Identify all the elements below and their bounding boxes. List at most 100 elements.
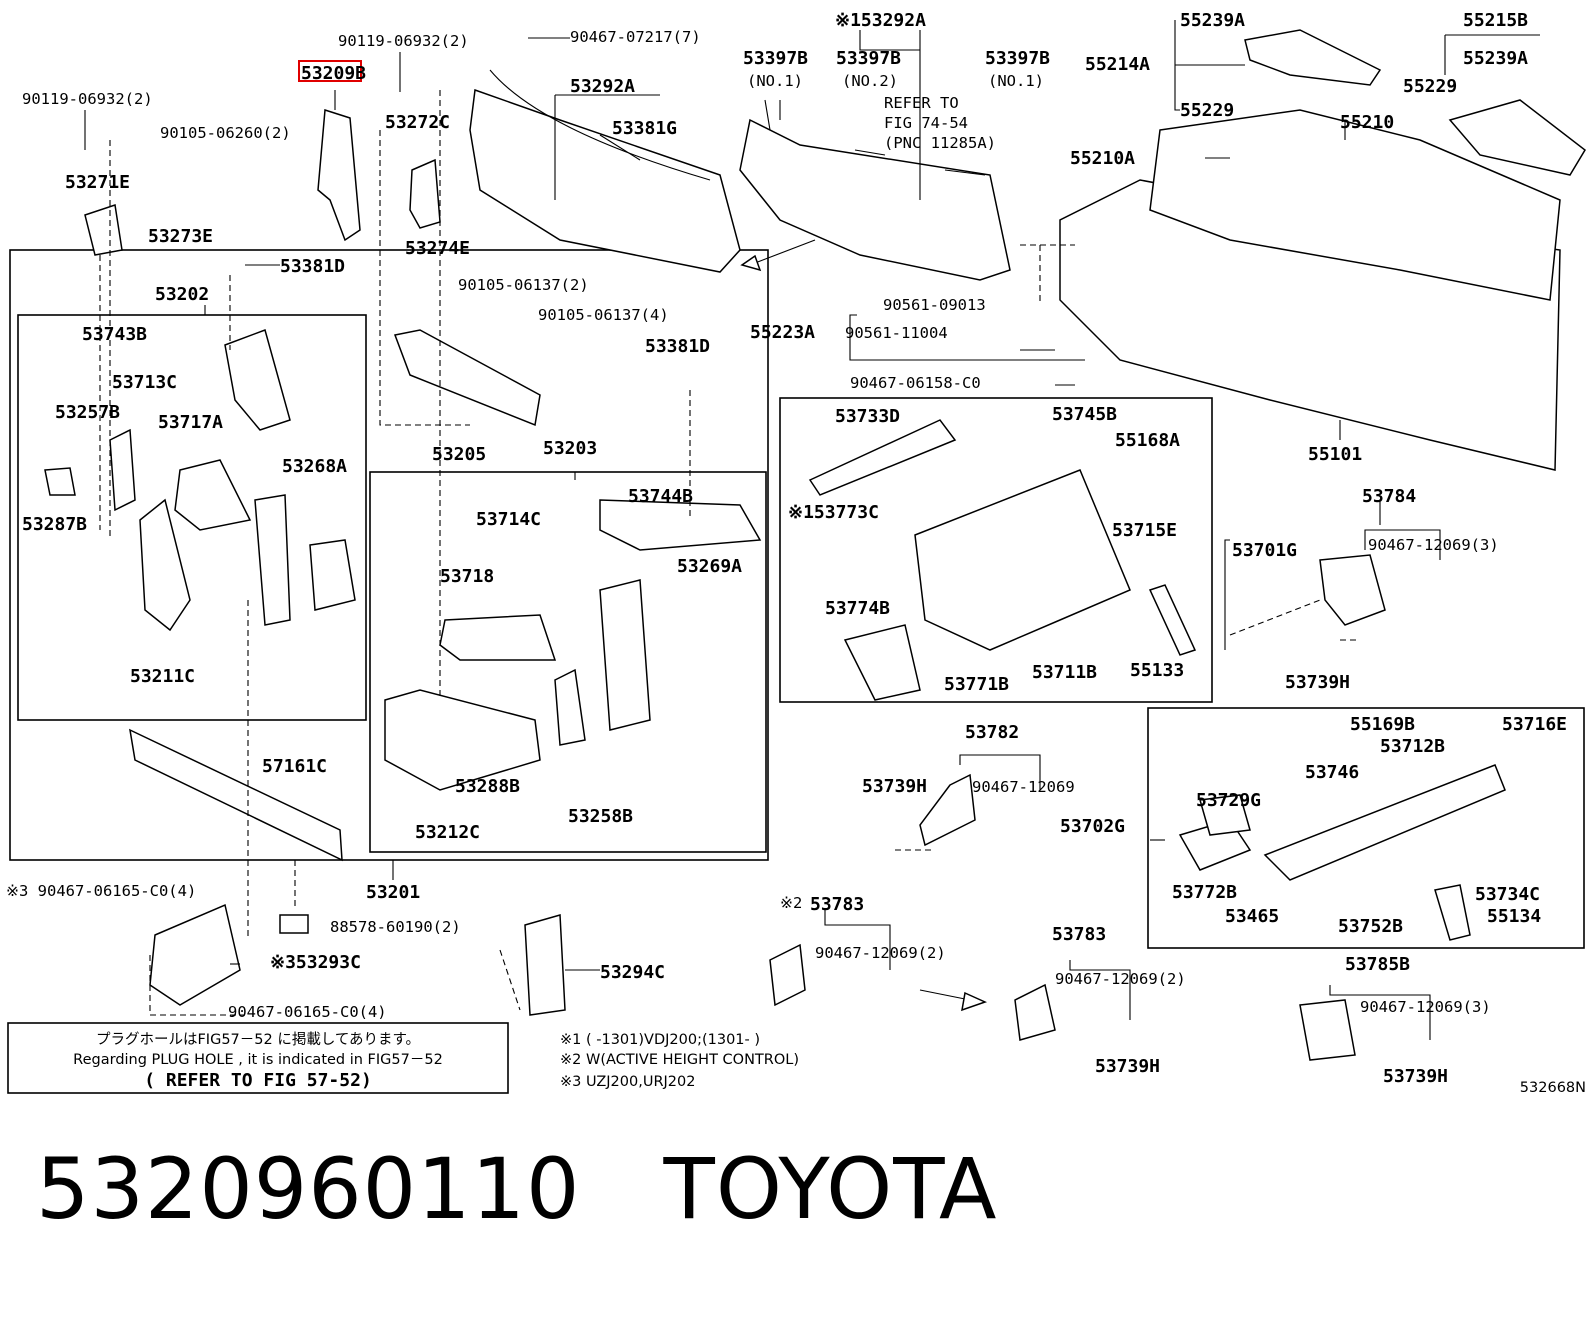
callout-53772b: 53772B	[1172, 882, 1237, 903]
callout-53202: 53202	[155, 284, 209, 305]
part-shapes	[44, 29, 1586, 1061]
refer-line-1: REFER TO	[884, 94, 959, 112]
callout-53717a: 53717A	[158, 412, 223, 433]
callout-53211c: 53211C	[130, 666, 195, 687]
part-55210	[1149, 109, 1561, 301]
callout-53294c: 53294C	[600, 962, 665, 983]
callout-no1-a: (NO.1)	[747, 72, 803, 90]
callout-55133: 55133	[1130, 660, 1184, 681]
part-53729g	[1199, 794, 1251, 836]
callout-53381d-b: 53381D	[645, 336, 710, 357]
callout-55134: 55134	[1487, 906, 1541, 927]
callout-53205: 53205	[432, 444, 486, 465]
callout-90119-06932-b: 90119-06932(2)	[22, 90, 153, 108]
part-53294c	[524, 914, 566, 1016]
callout-53269a: 53269A	[677, 556, 742, 577]
leaders	[84, 20, 1540, 1040]
callout-90119-06932-a: 90119-06932(2)	[338, 32, 469, 50]
part-53718	[439, 614, 557, 661]
part-153292a	[739, 118, 1011, 281]
part-53203-inner	[554, 668, 586, 746]
part-53268a-area	[309, 539, 356, 611]
part-53211c-b	[254, 494, 291, 626]
callout-53203: 53203	[543, 438, 597, 459]
callout-53733d: 53733D	[835, 406, 900, 427]
callout-55210: 55210	[1340, 112, 1394, 133]
part-55134	[1434, 884, 1471, 941]
part-53783-b	[1014, 983, 1056, 1041]
footnote-2: ※2 W(ACTIVE HEIGHT CONTROL)	[560, 1052, 799, 1068]
callout-55210a: 55210A	[1070, 148, 1135, 169]
part-number-caption: 5320960110 TOYOTA	[36, 1140, 998, 1238]
part-53785b	[1299, 999, 1356, 1061]
callout-labels: 53209B 90119-06932(2) 90119-06932(2) 901…	[6, 10, 1567, 1087]
callout-90467-12069-3a: 90467-12069(3)	[1368, 536, 1499, 554]
callout-53715e: 53715E	[1112, 520, 1177, 541]
callout-53746: 53746	[1305, 762, 1359, 783]
note-plug-hole-jp: プラグホールはFIG57－52 に掲載してあります。	[96, 1031, 420, 1048]
part-57161c	[129, 728, 343, 862]
part-53711b	[914, 469, 1131, 651]
callout-90467-12069-3b: 90467-12069(3)	[1360, 998, 1491, 1016]
callout-2-mark: ※2	[780, 894, 802, 912]
callout-55169b: 55169B	[1350, 714, 1415, 735]
callout-53381g: 53381G	[612, 118, 677, 139]
refer-line-3: (PNC 11285A)	[884, 134, 996, 152]
callout-3-90467-06165: ※3 90467-06165-C0(4)	[6, 882, 196, 900]
arrow-head	[961, 991, 988, 1012]
refer-line-2: FIG 74-54	[884, 114, 968, 132]
callout-88578-60190: 88578-60190(2)	[330, 918, 461, 936]
footnote-1: ※1 ( -1301)VDJ200;(1301- )	[560, 1032, 760, 1048]
callout-57161c: 57161C	[262, 756, 327, 777]
callout-53785b: 53785B	[1345, 954, 1410, 975]
callout-53744b: 53744B	[628, 486, 693, 507]
callout-53771b: 53771B	[944, 674, 1009, 695]
note-plug-hole-en: Regarding PLUG HOLE , it is indicated in…	[73, 1052, 443, 1068]
callout-53734c: 53734C	[1475, 884, 1540, 905]
callout-53739h-c: 53739H	[1095, 1056, 1160, 1077]
seal-53381g	[489, 69, 711, 181]
part-53272c	[409, 158, 441, 229]
box-53202	[17, 314, 367, 721]
callout-53782: 53782	[965, 722, 1019, 743]
callout-no1-b: (NO.1)	[988, 72, 1044, 90]
part-53783-a	[769, 943, 806, 1007]
part-53782	[919, 773, 976, 847]
callout-53774b: 53774B	[825, 598, 890, 619]
part-53205	[393, 329, 541, 427]
seals-53397b	[764, 99, 986, 176]
part-53784	[1319, 554, 1386, 626]
part-53293c	[149, 903, 241, 1006]
callout-90467-06165: 90467-06165-C0(4)	[228, 1003, 387, 1021]
highlight-box-53209b	[298, 60, 362, 82]
callout-53783-b: 53783	[1052, 924, 1106, 945]
callout-53293c: ※353293C	[270, 952, 361, 973]
part-88578	[279, 914, 309, 934]
callout-53716e: 53716E	[1502, 714, 1567, 735]
callout-53274e: 53274E	[405, 238, 470, 259]
callout-90467-07217: 90467-07217(7)	[570, 28, 701, 46]
callout-53258b: 53258B	[568, 806, 633, 827]
part-53733d	[808, 419, 957, 496]
part-53713c	[224, 329, 291, 431]
footnote-3: ※3 UZJ200,URJ202	[560, 1074, 695, 1090]
callout-53268a: 53268A	[282, 456, 347, 477]
part-53287b	[44, 467, 76, 496]
callout-53209b: 53209B	[301, 63, 366, 84]
callout-53752b: 53752B	[1338, 916, 1403, 937]
part-53203-pillar	[599, 579, 651, 731]
callout-53713c: 53713C	[112, 372, 177, 393]
callout-90105-06260: 90105-06260(2)	[160, 124, 291, 142]
part-53271e	[84, 204, 123, 256]
callout-53272c: 53272C	[385, 112, 450, 133]
callout-53201: 53201	[366, 882, 420, 903]
part-53714c	[599, 499, 762, 551]
callout-53702g: 53702G	[1060, 816, 1125, 837]
callout-53739h-b: 53739H	[862, 776, 927, 797]
callout-53701g: 53701G	[1232, 540, 1297, 561]
callout-53397b-3: 53397B	[985, 48, 1050, 69]
callout-90561-09013: 90561-09013	[883, 296, 986, 314]
callout-55229-a: 55229	[1180, 100, 1234, 121]
callout-53257b: 53257B	[55, 402, 120, 423]
callout-53712b: 53712B	[1380, 736, 1445, 757]
